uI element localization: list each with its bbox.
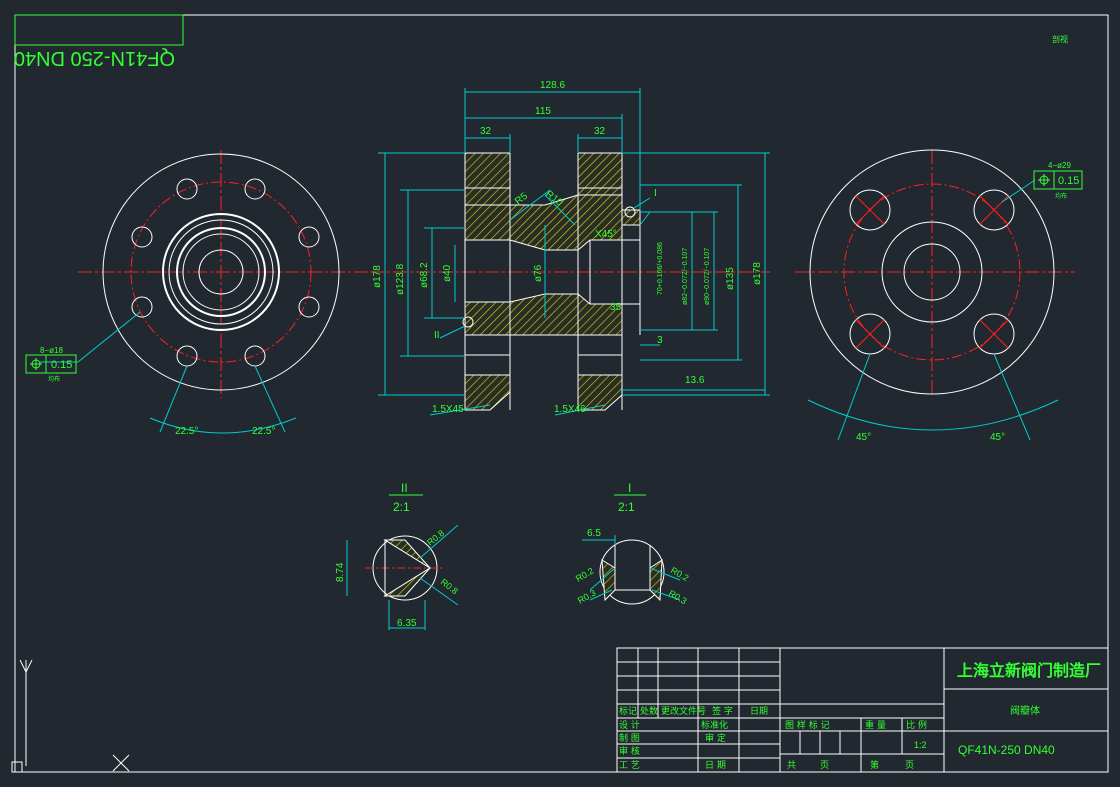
- rev-h0: 标记: [619, 705, 637, 717]
- mirrored-code-box: QF41N-250 DN40: [14, 14, 184, 69]
- mirrored-code-text: QF41N-250 DN40: [14, 47, 175, 69]
- rev-h4: 日期: [750, 706, 768, 717]
- detail-I-w: 6.5: [587, 528, 601, 539]
- detail-I-label: I: [628, 481, 631, 495]
- dim-13-6: 13.6: [685, 375, 705, 386]
- section-hatch-mid-bot: [464, 293, 623, 336]
- right-view: [795, 149, 1075, 441]
- total-label: 共: [787, 760, 796, 771]
- dim-35: 35: [610, 302, 622, 313]
- right-hole-callout: 4−ø29: [1048, 161, 1071, 170]
- std-label: 标准化: [701, 719, 728, 731]
- drawing-number: QF41N-250 DN40: [958, 743, 1055, 757]
- material-mark: 图 样 标 记: [785, 719, 830, 731]
- detail-II-label: II: [401, 481, 408, 495]
- detail-II-w: 6.35: [397, 618, 417, 629]
- left-view: [40, 150, 368, 434]
- section-dimensions: [378, 88, 770, 416]
- role-process: 工 艺: [619, 760, 640, 771]
- part-name: 阀瓣体: [1010, 704, 1040, 717]
- detail-II-h: 8.74: [335, 562, 346, 582]
- dim-phi90: ø90−0.072/−0.107: [704, 248, 711, 305]
- mark-I: I: [654, 188, 657, 199]
- rev-h3: 签 字: [712, 705, 733, 717]
- left-tol-value: 0.15: [51, 359, 72, 371]
- approve-label: 审 定: [705, 732, 726, 744]
- dim-chamfer-right: 1.5X46: [554, 404, 586, 415]
- right-angle-a: 45°: [856, 432, 871, 443]
- dim-32b: 32: [594, 126, 606, 137]
- right-tolerance-frame: 4−ø29 0.15 均布: [1033, 161, 1083, 200]
- right-tol-sub: 均布: [1055, 192, 1067, 200]
- dim-x45: X45°: [595, 229, 617, 240]
- detail-II: II 2:1 R0.8 R0.8 8.74 6.35: [335, 481, 460, 630]
- dim-phi178-right: ø178: [752, 262, 763, 285]
- total-unit: 页: [820, 760, 829, 771]
- detail-II-scale: 2:1: [393, 500, 410, 514]
- dim-chamfer-left: 1.5X45: [432, 404, 464, 415]
- weight-label: 重 量: [865, 719, 886, 731]
- detail-I-r1: R0.2: [574, 566, 595, 584]
- title-block-text: 上海立新阀门制造厂 阀瓣体 QF41N-250 DN40 标记 处数 更改文件号…: [619, 661, 1101, 771]
- company-name: 上海立新阀门制造厂: [957, 661, 1101, 680]
- detail-I-scale: 2:1: [618, 500, 635, 514]
- dim-32a: 32: [480, 126, 492, 137]
- dim-phi123: ø123.8: [395, 263, 406, 295]
- dim-128-6: 128.6: [540, 80, 565, 91]
- ratio-label: 比 例: [906, 719, 927, 731]
- right-tol-value: 0.15: [1058, 175, 1079, 187]
- left-bolt-holes: [131, 178, 320, 367]
- role-design: 设 计: [619, 719, 640, 731]
- sheet-label: 第: [870, 759, 879, 771]
- dim-phi76: ø76: [533, 264, 544, 282]
- role-check: 审 核: [619, 745, 640, 757]
- left-tol-sub: 均布: [48, 375, 60, 383]
- section-dim-text: 128.6 115 32 32 R5 R10 ø178 ø123.8 ø68.2…: [372, 80, 763, 415]
- left-angle-b: 22.5°: [252, 426, 275, 437]
- dim-phi178-left: ø178: [372, 265, 383, 288]
- right-angle-b: 45°: [990, 432, 1005, 443]
- top-right-mark: 剖视: [1052, 34, 1068, 44]
- dim-phi68: ø68.2: [419, 262, 430, 288]
- detail-I-r4: R0.3: [667, 588, 688, 606]
- dim-115: 115: [535, 106, 551, 117]
- dim-phi82: ø82−0.072/−0.107: [682, 248, 689, 305]
- rev-h2: 更改文件号: [661, 705, 706, 717]
- date-label: 日 期: [705, 760, 726, 771]
- title-block: [616, 647, 1109, 773]
- dim-phi40: ø40: [442, 264, 453, 282]
- detail-I-r3: R0.2: [669, 565, 690, 583]
- drawing-border: [14, 14, 1109, 773]
- left-hole-callout: 8−ø18: [40, 346, 63, 355]
- left-tolerance-frame: 8−ø18 0.15 均布: [25, 346, 77, 383]
- detail-I: I 2:1 6.5 R0.2 R0.3 R0.2 R0.3: [574, 481, 690, 606]
- section-view: [370, 152, 770, 411]
- dim-phi70: 70+0.106/+0.086: [657, 242, 664, 295]
- rev-h1: 处数: [640, 705, 658, 717]
- left-angle-a: 22.5°: [175, 426, 198, 437]
- detail-I-r2: R0.3: [576, 588, 597, 606]
- ucs-icon: [11, 659, 130, 773]
- scale-value: 1:2: [914, 740, 927, 750]
- dim-3: 3: [657, 335, 663, 346]
- mark-II: II: [434, 330, 440, 341]
- dim-phi135: ø135: [725, 267, 736, 290]
- sheet-unit: 页: [905, 760, 914, 771]
- role-draw: 制 图: [619, 732, 640, 744]
